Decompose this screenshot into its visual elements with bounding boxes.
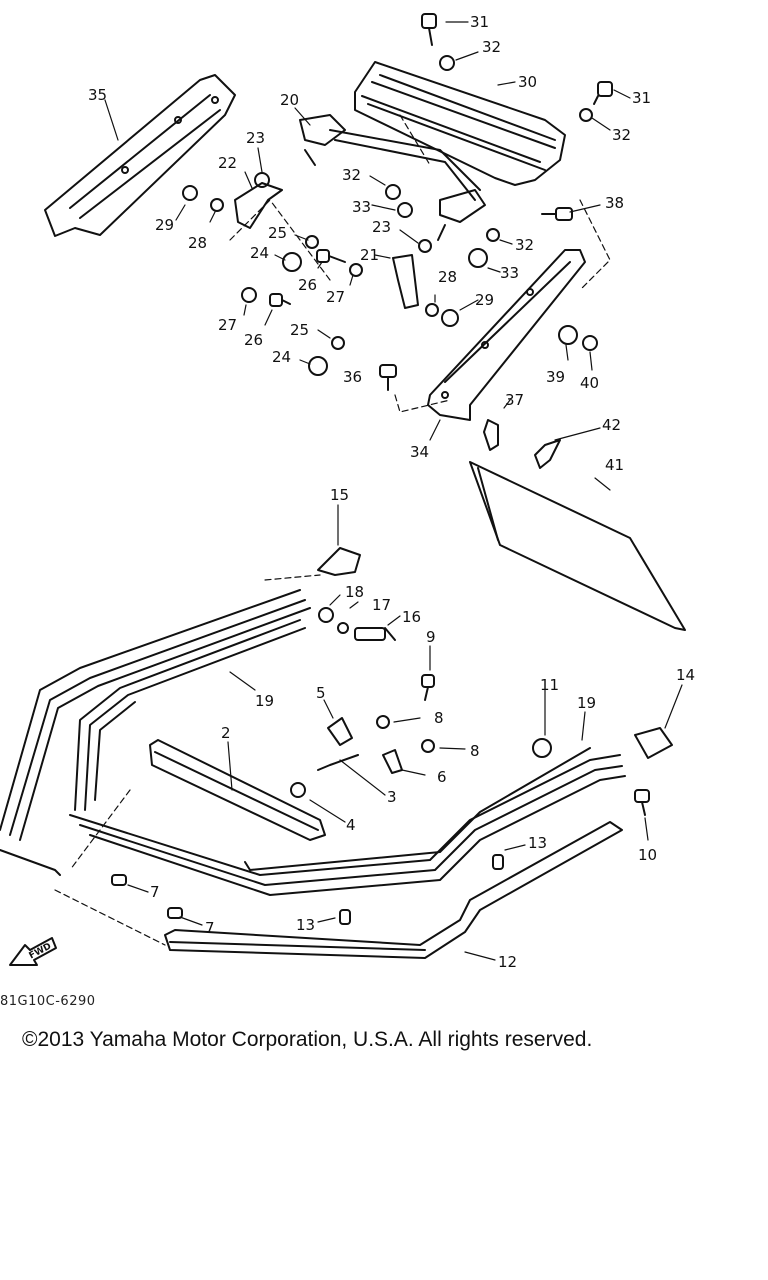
part-number-label: 29 <box>475 291 494 309</box>
part-number-label: 27 <box>218 316 237 334</box>
part-35-bracket <box>44 74 236 237</box>
part-number-label: 12 <box>498 953 517 971</box>
part-number-label: 24 <box>272 348 291 366</box>
part-number-label: 36 <box>343 368 362 386</box>
part-number-label: 40 <box>580 374 599 392</box>
part-number-label: 30 <box>518 73 537 91</box>
part-number-label: 23 <box>372 218 391 236</box>
part-number-label: 7 <box>150 883 160 901</box>
part-number-label: 4 <box>346 816 356 834</box>
part-number-label: 33 <box>352 198 371 216</box>
part-number-label: 18 <box>345 583 364 601</box>
part-number-label: 10 <box>638 846 657 864</box>
part-number-label: 24 <box>250 244 269 262</box>
drawing-code: 81G10C-6290 <box>0 994 96 1009</box>
part-20-handle <box>299 114 486 241</box>
part-34-side-rail <box>427 249 586 421</box>
part-number-label: 13 <box>528 834 547 852</box>
part-22-bracket <box>234 182 283 229</box>
part-number-label: 2 <box>221 724 231 742</box>
part-number-label: 28 <box>438 268 457 286</box>
part-number-label: 19 <box>255 692 274 710</box>
parts-exploded-diagram: 31 32 30 31 32 35 20 23 22 32 33 38 29 2… <box>0 13 695 971</box>
part-12-lower-rail <box>164 821 623 959</box>
part-number-label: 32 <box>515 236 534 254</box>
part-number-label: 26 <box>244 331 263 349</box>
part-number-label: 32 <box>482 38 501 56</box>
part-number-label: 31 <box>470 13 489 31</box>
part-number-label: 22 <box>218 154 237 172</box>
part-number-label: 26 <box>298 276 317 294</box>
part-15-clip <box>317 547 361 576</box>
hardware-items <box>111 13 650 925</box>
part-number-label: 17 <box>372 596 391 614</box>
part-number-label: 32 <box>342 166 361 184</box>
copyright-notice: ©2013 Yamaha Motor Corporation, U.S.A. A… <box>22 1028 593 1051</box>
part-number-label: 21 <box>360 246 379 264</box>
part-number-labels: 31 32 30 31 32 35 20 23 22 32 33 38 29 2… <box>88 13 695 971</box>
part-number-label: 5 <box>316 684 326 702</box>
part-30-top-cover <box>354 61 566 186</box>
leader-lines <box>54 114 611 946</box>
part-number-label: 28 <box>188 234 207 252</box>
part-number-label: 3 <box>387 788 397 806</box>
part-number-label: 41 <box>605 456 624 474</box>
part-21-bracket <box>392 254 419 309</box>
part-number-label: 31 <box>632 89 651 107</box>
part-number-label: 33 <box>500 264 519 282</box>
part-number-label: 37 <box>505 391 524 409</box>
part-19-frame-rail <box>0 589 626 896</box>
part-number-label: 34 <box>410 443 429 461</box>
part-number-label: 29 <box>155 216 174 234</box>
part-number-label: 27 <box>326 288 345 306</box>
part-number-label: 6 <box>437 768 447 786</box>
part-number-label: 7 <box>205 919 215 937</box>
fwd-arrow-icon <box>9 937 57 966</box>
part-number-label: 42 <box>602 416 621 434</box>
part-2-trim-bar <box>149 739 326 841</box>
part-number-label: 35 <box>88 86 107 104</box>
part-number-label: 39 <box>546 368 565 386</box>
part-number-label: 8 <box>434 709 444 727</box>
part-41-panel <box>469 461 686 631</box>
part-number-label: 14 <box>676 666 695 684</box>
label-leaders <box>104 21 683 961</box>
part-number-label: 9 <box>426 628 436 646</box>
part-number-label: 38 <box>605 194 624 212</box>
part-number-label: 19 <box>577 694 596 712</box>
part-number-label: 8 <box>470 742 480 760</box>
part-number-label: 25 <box>268 224 287 242</box>
part-number-label: 11 <box>540 676 559 694</box>
part-number-label: 15 <box>330 486 349 504</box>
part-14-clip <box>634 727 673 759</box>
part-number-label: 23 <box>246 129 265 147</box>
part-number-label: 25 <box>290 321 309 339</box>
part-number-label: 32 <box>612 126 631 144</box>
part-number-label: 16 <box>402 608 421 626</box>
part-number-label: 13 <box>296 916 315 934</box>
part-number-label: 20 <box>280 91 299 109</box>
